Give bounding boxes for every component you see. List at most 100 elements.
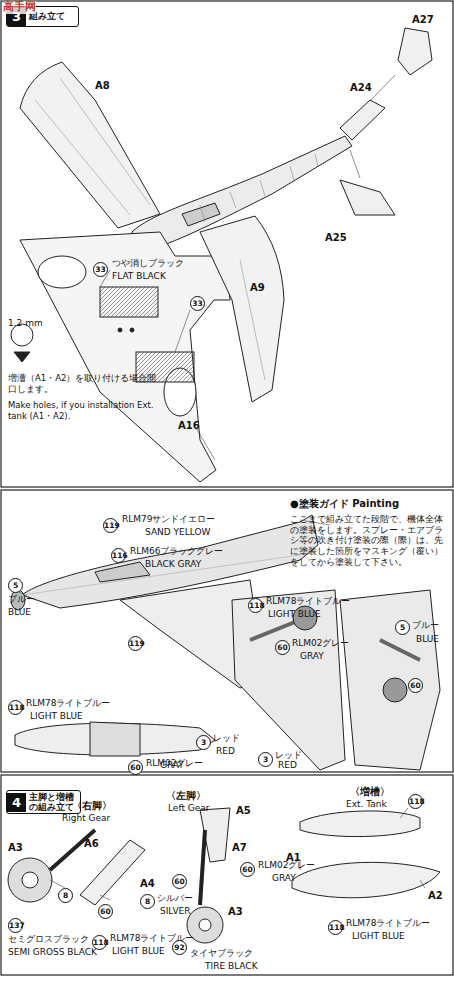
color-label: LIGHT BLUE [30, 711, 83, 721]
part-label: A24 [350, 82, 372, 94]
part-label: A7 [232, 842, 247, 854]
color-label: レッド [275, 750, 302, 760]
color-label: Ext. Tank [346, 799, 387, 809]
part-label: A3 [228, 906, 243, 918]
drawing-path [20, 62, 160, 228]
color-label: RLM66ブラックグレー [130, 546, 224, 556]
drawing-rect [1, 490, 453, 772]
color-label: Right Gear [62, 813, 110, 823]
drawing-path [200, 216, 284, 402]
color-label: LIGHT BLUE [352, 931, 405, 941]
color-label: RLM78ライトブルー [26, 698, 111, 708]
drawing-circle [383, 678, 407, 702]
callout-number: 118 [328, 920, 343, 935]
color-label: レッド [213, 733, 240, 743]
color-label: セミグロスブラック [8, 934, 89, 944]
part-label: A3 [8, 842, 23, 854]
drawing-path [196, 428, 215, 460]
step-title: 主脚と増槽の組み立て [26, 791, 80, 813]
callout-number: 116 [111, 548, 126, 563]
drawing-path [200, 154, 318, 222]
drawing-circle [8, 858, 52, 902]
color-label: RLM02グレー [292, 638, 350, 648]
drawing-path [340, 100, 385, 140]
step-header: 4主脚と増槽の組み立て [6, 790, 81, 814]
part-label: A8 [95, 80, 110, 92]
callout-number: 60 [240, 862, 255, 877]
drawing-circle [118, 328, 122, 332]
color-label: TIRE BLACK [205, 961, 258, 971]
callout-number: 8 [140, 894, 155, 909]
part-label: A6 [84, 838, 99, 850]
watermark: 高手网 [3, 1, 36, 14]
callout-number: 8 [58, 888, 73, 903]
drawing-rect [100, 287, 158, 317]
callout-number: 33 [93, 262, 108, 277]
drawing-rect [1, 775, 453, 975]
drawing-path [398, 28, 432, 75]
part-label: A27 [412, 14, 434, 26]
color-label: シルバー [157, 893, 193, 903]
color-label: 〈左脚〉 [166, 790, 206, 802]
color-label: SILVER [160, 906, 191, 916]
drawing-path [250, 620, 300, 640]
drawing-circle [130, 328, 134, 332]
color-label: GRAY [300, 651, 324, 661]
drawing-path [340, 180, 395, 215]
drawing-path [182, 203, 220, 226]
note-text: Make holes, if you installation Ext. tan… [8, 400, 168, 421]
color-label: RED [278, 760, 297, 770]
callout-number: 5 [395, 620, 410, 635]
callout-number: 3 [196, 735, 211, 750]
callout-number: 118 [248, 598, 263, 613]
drawing-circle [199, 919, 211, 931]
drawing-path [50, 830, 95, 870]
color-label: 〈増槽〉 [350, 786, 390, 798]
callout-number: 60 [408, 678, 423, 693]
color-label: RLM78ライトブルー [266, 596, 351, 606]
drawing-path [22, 555, 300, 595]
drawing-path [200, 830, 205, 905]
drawing-path [300, 811, 420, 837]
color-label: LIGHT BLUE [112, 946, 165, 956]
part-label: A16 [178, 420, 200, 432]
drawing-rect [1, 1, 453, 487]
color-label: GRAY [160, 760, 184, 770]
color-label: ブルー [8, 594, 35, 604]
callout-number: 60 [98, 904, 113, 919]
callout-number: 60 [128, 760, 143, 775]
callout-number: 119 [128, 636, 143, 651]
drawing-path [95, 562, 150, 582]
callout-number: 119 [103, 518, 118, 533]
part-label: A4 [140, 878, 155, 890]
part-label: A5 [236, 805, 251, 817]
callout-number: 118 [408, 794, 423, 809]
color-label: RLM79サンドイエロー [122, 514, 216, 524]
color-label: GRAY [272, 873, 296, 883]
color-label: BLUE [8, 607, 31, 617]
callout-number: 3 [258, 752, 273, 767]
color-label: SAND YELLOW [145, 527, 210, 537]
drawing-path [80, 840, 145, 905]
color-label: ●塗装ガイド Painting [290, 498, 399, 510]
drawing-path [300, 808, 425, 888]
drawing-path [100, 270, 190, 352]
callout-number: 137 [8, 918, 23, 933]
drawing-path [340, 590, 440, 770]
color-label: タイヤブラック [190, 948, 253, 958]
drawing-path [232, 590, 345, 770]
part-label: A25 [325, 232, 347, 244]
step-number: 4 [7, 793, 26, 812]
callout-number: 118 [92, 935, 107, 950]
drawing-circle [22, 872, 38, 888]
color-label: 〈右脚〉 [72, 800, 112, 812]
drawing-path [20, 232, 230, 482]
part-label: A1 [286, 852, 301, 864]
callout-number: 92 [172, 940, 187, 955]
color-label: ブルー [412, 620, 439, 630]
color-label: FLAT BLACK [112, 271, 166, 281]
callout-number: 118 [8, 700, 23, 715]
color-label: 1.2 mm [8, 318, 43, 328]
callout-number: 60 [172, 874, 187, 889]
